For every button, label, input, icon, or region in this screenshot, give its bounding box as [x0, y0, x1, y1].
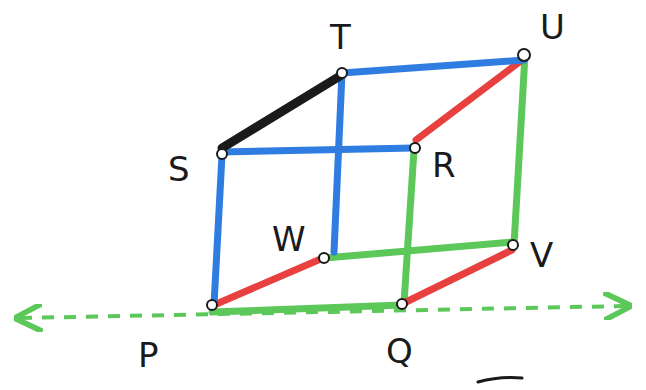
vertex-dot — [508, 240, 518, 250]
vertex-label: S — [168, 152, 190, 186]
vertex-dot — [217, 149, 227, 159]
edge-qv — [404, 250, 512, 303]
vertex-label: Q — [386, 334, 413, 368]
vertex-dot — [207, 300, 217, 310]
vertex-label: U — [540, 10, 565, 44]
vertex-dot — [397, 299, 407, 309]
vertex-label: W — [272, 222, 306, 256]
edge-st — [222, 76, 340, 148]
edge-sp — [214, 155, 222, 305]
vertex-dot — [319, 253, 329, 263]
edge-tu — [342, 60, 524, 73]
vertex-dot — [518, 49, 530, 61]
vertex-label: R — [432, 148, 456, 182]
edge-ru — [416, 60, 522, 140]
edge-pw — [214, 258, 323, 305]
dashed-line — [20, 306, 626, 318]
edge-sr — [222, 148, 414, 152]
vertex-dot — [410, 143, 420, 153]
vertex-dot — [337, 68, 347, 78]
stray-mark — [478, 378, 522, 383]
vertex-label: P — [138, 338, 159, 372]
edge-uv — [514, 55, 525, 245]
edge-rq — [404, 150, 414, 303]
vertex-label: V — [530, 238, 553, 272]
edge-tw — [334, 73, 342, 252]
edge-wv — [325, 242, 512, 258]
edge-pq — [212, 305, 402, 312]
vertex-label: T — [330, 20, 351, 54]
